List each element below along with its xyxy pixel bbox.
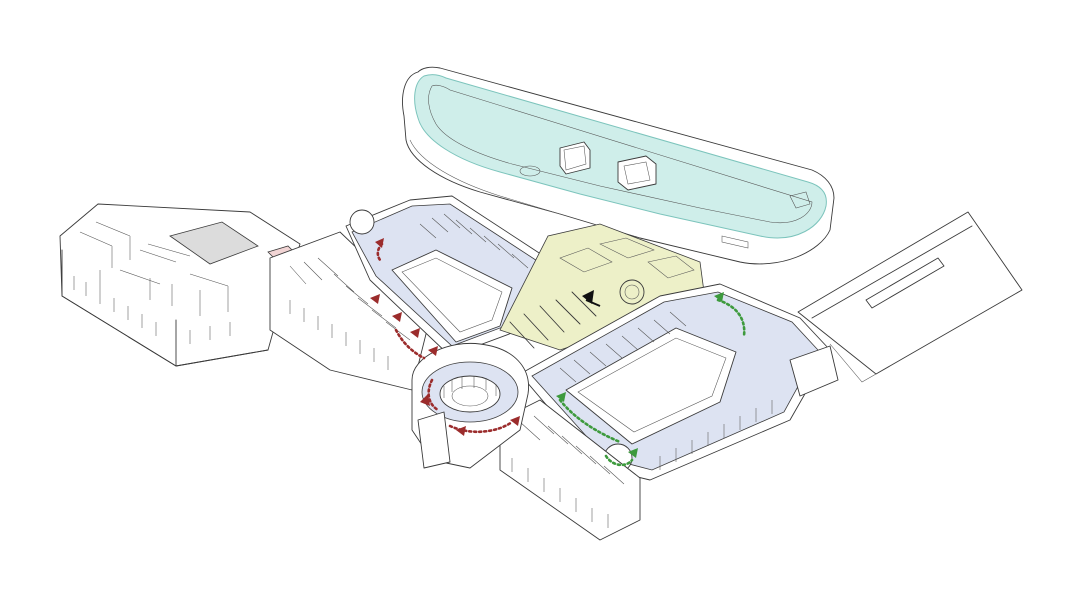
green-circulation-arrow-icon (556, 392, 566, 402)
east-wing-annex (789, 345, 839, 397)
grey-room (169, 221, 259, 265)
rotunda-core (451, 385, 489, 407)
south-wing-rooms (519, 415, 625, 485)
shed-roof-skylight (865, 257, 945, 309)
red-circulation-arrow-icon (392, 312, 402, 322)
green-route-path-1 (716, 298, 746, 338)
east-arcade (559, 311, 687, 383)
roof-lantern-right-top (623, 161, 651, 185)
entrance-arrow-icon (582, 290, 601, 307)
south-wing-windows (511, 458, 609, 528)
pavilion-end-detail (789, 191, 811, 209)
green-circulation-arrow-icon (714, 292, 724, 302)
entrance-arrow-head (582, 290, 594, 304)
glass-roof-inner-rim (428, 84, 813, 224)
red-circulation-arrow-icon (456, 426, 466, 436)
west-wing-rooms (289, 257, 411, 341)
green-circulation-arrow-icon (628, 448, 638, 458)
shed-roof-building (797, 211, 1023, 383)
oval-skylight (519, 165, 541, 177)
left-wing-windows (73, 276, 231, 344)
red-circulation-arrow-icon (375, 238, 384, 248)
yellow-zone-round-room-inner (624, 284, 640, 300)
glass-roof-pavilion (402, 66, 835, 265)
north-tower (349, 209, 375, 235)
roof-lantern-right (617, 155, 657, 191)
north-arcade (419, 213, 529, 269)
red-circulation-arrow-icon (510, 416, 520, 426)
main-building (269, 195, 839, 541)
shed-roof (797, 211, 1023, 375)
entrance-arrow-tail (585, 299, 601, 307)
yellow-zone-rooms (559, 237, 695, 279)
north-courtyard-inner (401, 257, 503, 333)
glass-roof (414, 74, 827, 239)
pavilion-opening (721, 235, 749, 249)
red-circulation-arrow-icon (420, 394, 430, 406)
green-circulation-route (558, 298, 746, 467)
roof-lantern-left (559, 141, 591, 175)
rotunda-columns (443, 376, 497, 398)
shed-roof-edge (829, 343, 877, 383)
south-wing (499, 399, 641, 541)
left-wing-interior-walls (79, 221, 229, 316)
roof-lantern-left-top (563, 145, 587, 171)
red-circulation-arrow-icon (370, 294, 380, 304)
green-route-path-2 (558, 398, 622, 444)
rotunda-inner (439, 375, 501, 413)
east-courtyard-inner (577, 337, 727, 433)
yellow-zone-walls (509, 291, 597, 349)
yellow-zone-round-room (619, 279, 645, 305)
left-wing-facade (61, 249, 269, 367)
west-wing-facade-windows (289, 300, 389, 370)
east-courtyard (565, 327, 737, 445)
green-route-path-3 (604, 454, 634, 467)
green-circulation-arrowheads (556, 292, 724, 458)
left-wing (59, 203, 301, 367)
left-wing-base (59, 203, 301, 367)
pavilion-base-line (409, 139, 561, 215)
red-circulation-arrowheads (370, 238, 520, 436)
red-route-path-3 (394, 328, 426, 360)
red-route-path-1 (427, 378, 440, 412)
north-courtyard (391, 249, 513, 343)
east-facade-windows (659, 400, 773, 470)
shed-roof-ridge (811, 225, 973, 319)
red-circulation-arrow-icon (410, 328, 420, 338)
rotunda-stair-tower (417, 411, 451, 469)
red-route-path-2 (448, 420, 514, 434)
red-circulation-arrow-icon (428, 346, 438, 356)
